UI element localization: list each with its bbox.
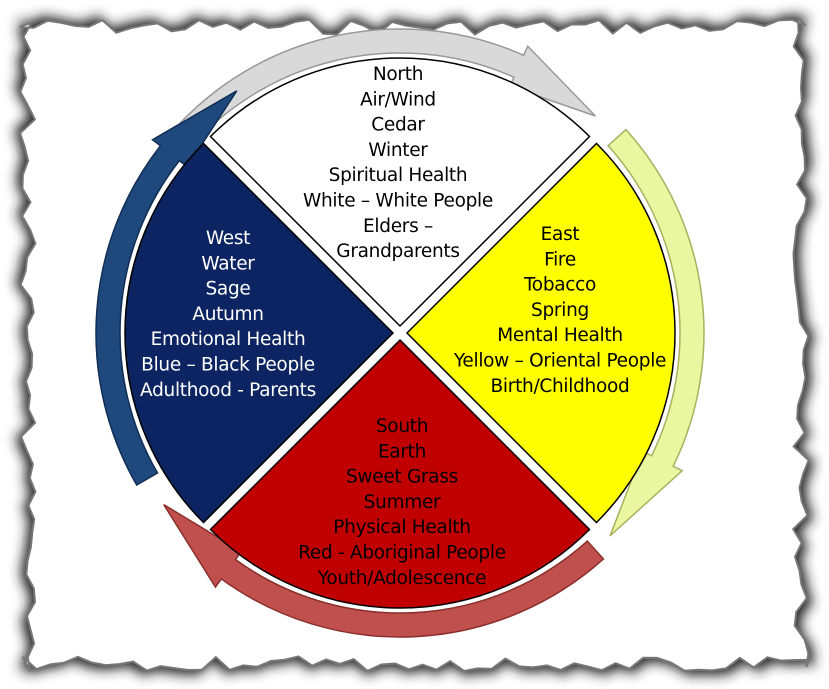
- east-cycle-arrow: [607, 128, 705, 537]
- east-quadrant-label: Tobacco: [523, 275, 596, 296]
- wheel-quadrants: [124, 57, 676, 609]
- south-quadrant: [209, 338, 591, 609]
- east-quadrant-label: Mental Health: [497, 325, 623, 346]
- south-quadrant-label: Red - Aboriginal People: [298, 543, 506, 564]
- west-quadrant: [124, 142, 395, 524]
- south-quadrant-label: Earth: [378, 441, 426, 462]
- north-quadrant-label: Spiritual Health: [329, 165, 468, 186]
- north-quadrant-label: Air/Wind: [360, 89, 436, 110]
- south-quadrant-label: Summer: [364, 492, 441, 513]
- west-cycle-arrow: [95, 90, 238, 487]
- east-quadrant-label: Birth/Childhood: [491, 376, 630, 397]
- west-quadrant-label: West: [206, 228, 250, 249]
- north-quadrant-label: Elders –: [363, 216, 433, 237]
- north-quadrant-label: North: [373, 64, 423, 85]
- south-quadrant-label: Sweet Grass: [346, 467, 458, 488]
- east-quadrant-label: East: [541, 224, 580, 245]
- south-quadrant-label: Physical Health: [333, 517, 470, 538]
- west-quadrant-label: Blue – Black People: [141, 355, 315, 376]
- west-quadrant-label: Adulthood - Parents: [140, 380, 316, 401]
- north-quadrant-label: White – White People: [303, 191, 493, 212]
- south-cycle-arrow: [163, 503, 605, 638]
- cycle-arrows: [95, 28, 705, 638]
- east-quadrant-label: Yellow – Oriental People: [453, 351, 666, 372]
- west-quadrant-label: Sage: [205, 279, 250, 300]
- west-quadrant-label: Emotional Health: [151, 329, 306, 350]
- north-cycle-arrow: [146, 28, 596, 178]
- east-quadrant-label: Spring: [531, 300, 589, 321]
- south-quadrant-label: South: [376, 416, 428, 437]
- north-quadrant-label: Grandparents: [336, 241, 459, 262]
- east-quadrant-label: Fire: [544, 249, 576, 270]
- north-quadrant: [209, 57, 591, 328]
- west-quadrant-label: Water: [201, 253, 255, 274]
- north-quadrant-label: Cedar: [371, 115, 425, 136]
- south-quadrant-label: Youth/Adolescence: [317, 568, 486, 589]
- west-quadrant-label: Autumn: [192, 304, 263, 325]
- east-quadrant: [405, 142, 676, 524]
- north-quadrant-label: Winter: [368, 140, 428, 161]
